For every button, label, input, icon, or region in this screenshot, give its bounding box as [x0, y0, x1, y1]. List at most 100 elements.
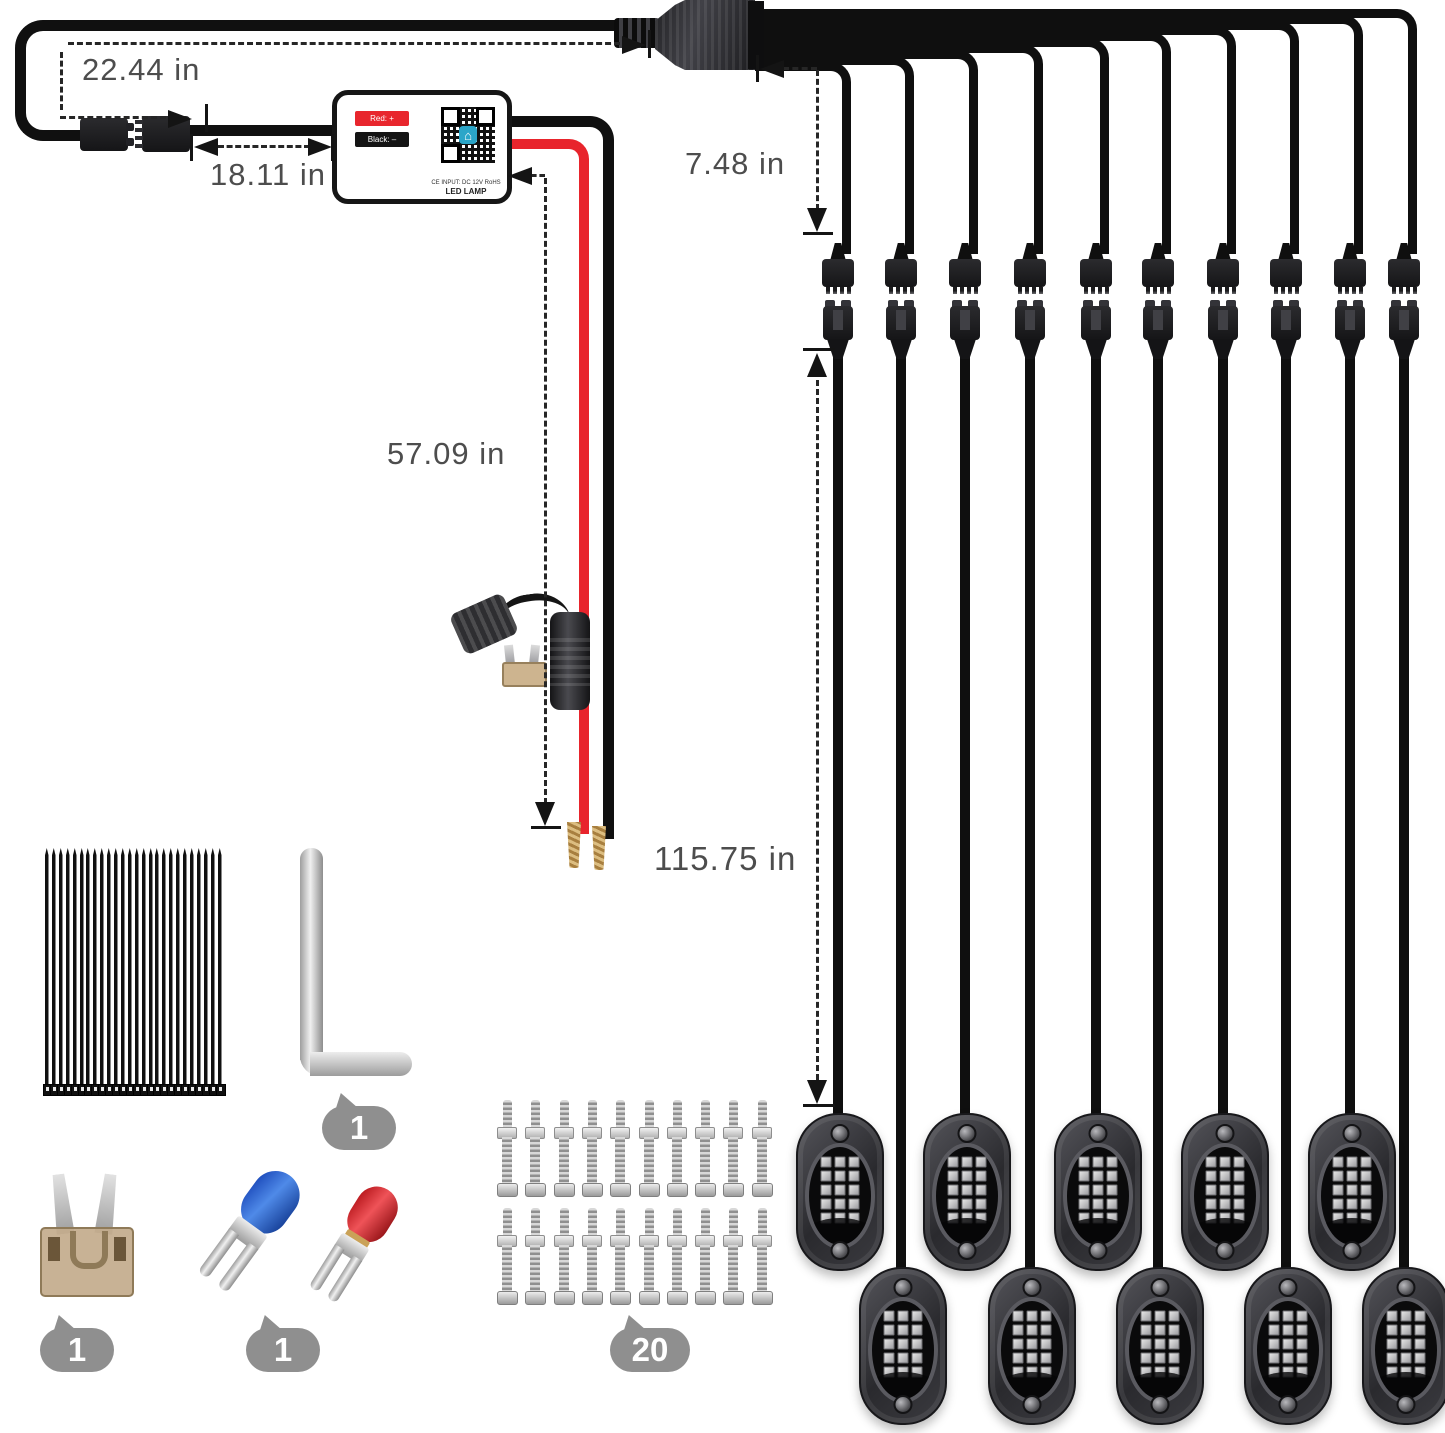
male-connector-pin	[967, 287, 971, 294]
female-connector-slot	[896, 310, 906, 330]
screw-head	[554, 1291, 575, 1305]
dim-power-tick-bottom	[531, 826, 561, 829]
male-connector-pin	[135, 120, 143, 124]
zip-tie	[197, 848, 201, 1086]
led-chip-grid	[820, 1156, 860, 1224]
led-chip	[1414, 1310, 1426, 1322]
led-chip	[1205, 1198, 1217, 1210]
led-chip	[1233, 1156, 1245, 1168]
led-chip	[1346, 1170, 1358, 1182]
wrench-count: 1	[349, 1109, 369, 1146]
female-connector-taper	[1339, 339, 1361, 359]
led-chip	[883, 1338, 895, 1350]
fuse-body-contact	[114, 1237, 126, 1261]
male-connector	[822, 259, 854, 287]
led-chip	[820, 1156, 832, 1168]
screw	[554, 1100, 575, 1197]
dim-loop-tick-left-end	[205, 104, 208, 132]
screw	[695, 1208, 716, 1305]
fuse-holder-body	[545, 612, 595, 710]
led-chip	[1040, 1310, 1052, 1322]
female-connector-taper	[1085, 339, 1107, 359]
led-chip	[961, 1198, 973, 1210]
screw-thread-top	[728, 1208, 738, 1238]
male-connector-pin	[1153, 287, 1157, 294]
zip-tie-head-hole	[94, 1087, 97, 1091]
male-connector-pin	[1218, 287, 1222, 294]
led-chip	[975, 1156, 987, 1168]
screw-thread-bottom	[728, 1245, 738, 1292]
led-chip	[1268, 1338, 1280, 1350]
qr-finder-pattern	[476, 107, 495, 126]
harness-wire	[755, 62, 851, 254]
led-chip	[1078, 1198, 1090, 1210]
zip-tie	[183, 848, 187, 1086]
zip-tie-head-hole	[163, 1087, 166, 1091]
pod-mounting-screw	[1150, 1395, 1170, 1414]
led-chip	[1282, 1352, 1294, 1364]
led-chip	[1414, 1324, 1426, 1336]
zip-tie-head-hole	[177, 1087, 180, 1091]
led-chip	[1219, 1184, 1231, 1196]
led-chip	[1400, 1338, 1412, 1350]
qr-finder-pattern	[441, 107, 460, 126]
male-connector-pin	[847, 287, 851, 294]
male-connector-pin	[1167, 287, 1171, 294]
screw-thread-top	[587, 1208, 597, 1238]
led-chip	[820, 1198, 832, 1210]
screw-head	[639, 1291, 660, 1305]
pod-mounting-screw	[1342, 1124, 1362, 1143]
female-connector-slot	[833, 310, 843, 330]
rock-light-pod	[1362, 1267, 1445, 1425]
led-chip	[1040, 1338, 1052, 1350]
male-connector	[1270, 259, 1302, 287]
dim-drop-tick-left	[756, 55, 759, 82]
dim-lead-label: 18.11 in	[209, 157, 326, 192]
female-connector-slot	[1399, 310, 1409, 330]
led-chip	[1386, 1338, 1398, 1350]
screw-thread-top	[672, 1208, 682, 1238]
male-connector-pin	[1084, 287, 1088, 294]
zip-tie-head-hole	[101, 1087, 104, 1091]
screw-thread-bottom	[672, 1137, 682, 1184]
controller-red-label: Red: +	[355, 111, 409, 126]
dim-power-arrow-bottom	[535, 802, 555, 826]
screw-thread-top	[700, 1208, 710, 1238]
pod-lens	[1190, 1143, 1260, 1249]
screw-thread-top	[644, 1208, 654, 1238]
pod-lens	[1253, 1297, 1323, 1403]
male-connector	[1334, 259, 1366, 287]
female-connector-slot	[1091, 310, 1101, 330]
screws-count: 20	[631, 1331, 669, 1368]
screw	[695, 1100, 716, 1197]
male-connector-taper	[893, 243, 909, 261]
zip-tie-head-hole	[115, 1087, 118, 1091]
led-chip	[1233, 1170, 1245, 1182]
led-chip	[1168, 1310, 1180, 1322]
zip-tie	[155, 848, 159, 1086]
male-connector-pin	[1032, 287, 1036, 294]
male-connector-pin	[889, 287, 893, 294]
ten-way-splitter	[655, 0, 755, 70]
lens-shadow	[1257, 1371, 1319, 1399]
pod-mounting-screw	[1396, 1278, 1416, 1297]
screw	[554, 1208, 575, 1305]
male-connector	[1080, 259, 1112, 287]
led-chip	[911, 1310, 923, 1322]
led-chip	[1106, 1184, 1118, 1196]
harness-wire	[755, 32, 1171, 254]
led-chip	[975, 1184, 987, 1196]
lens-shadow	[1321, 1217, 1383, 1245]
dim-drop-dash-h	[783, 67, 817, 70]
zip-tie-head-hole	[184, 1087, 187, 1091]
led-chip	[1026, 1310, 1038, 1322]
harness-wire	[755, 21, 1299, 254]
zip-tie	[52, 848, 56, 1086]
male-connector-pin	[960, 287, 964, 294]
screw-head	[554, 1183, 575, 1197]
led-chip	[848, 1198, 860, 1210]
male-connector-pin	[1295, 287, 1299, 294]
male-connector-pin	[1146, 287, 1150, 294]
screw	[667, 1208, 688, 1305]
female-connector-taper	[1393, 339, 1415, 359]
